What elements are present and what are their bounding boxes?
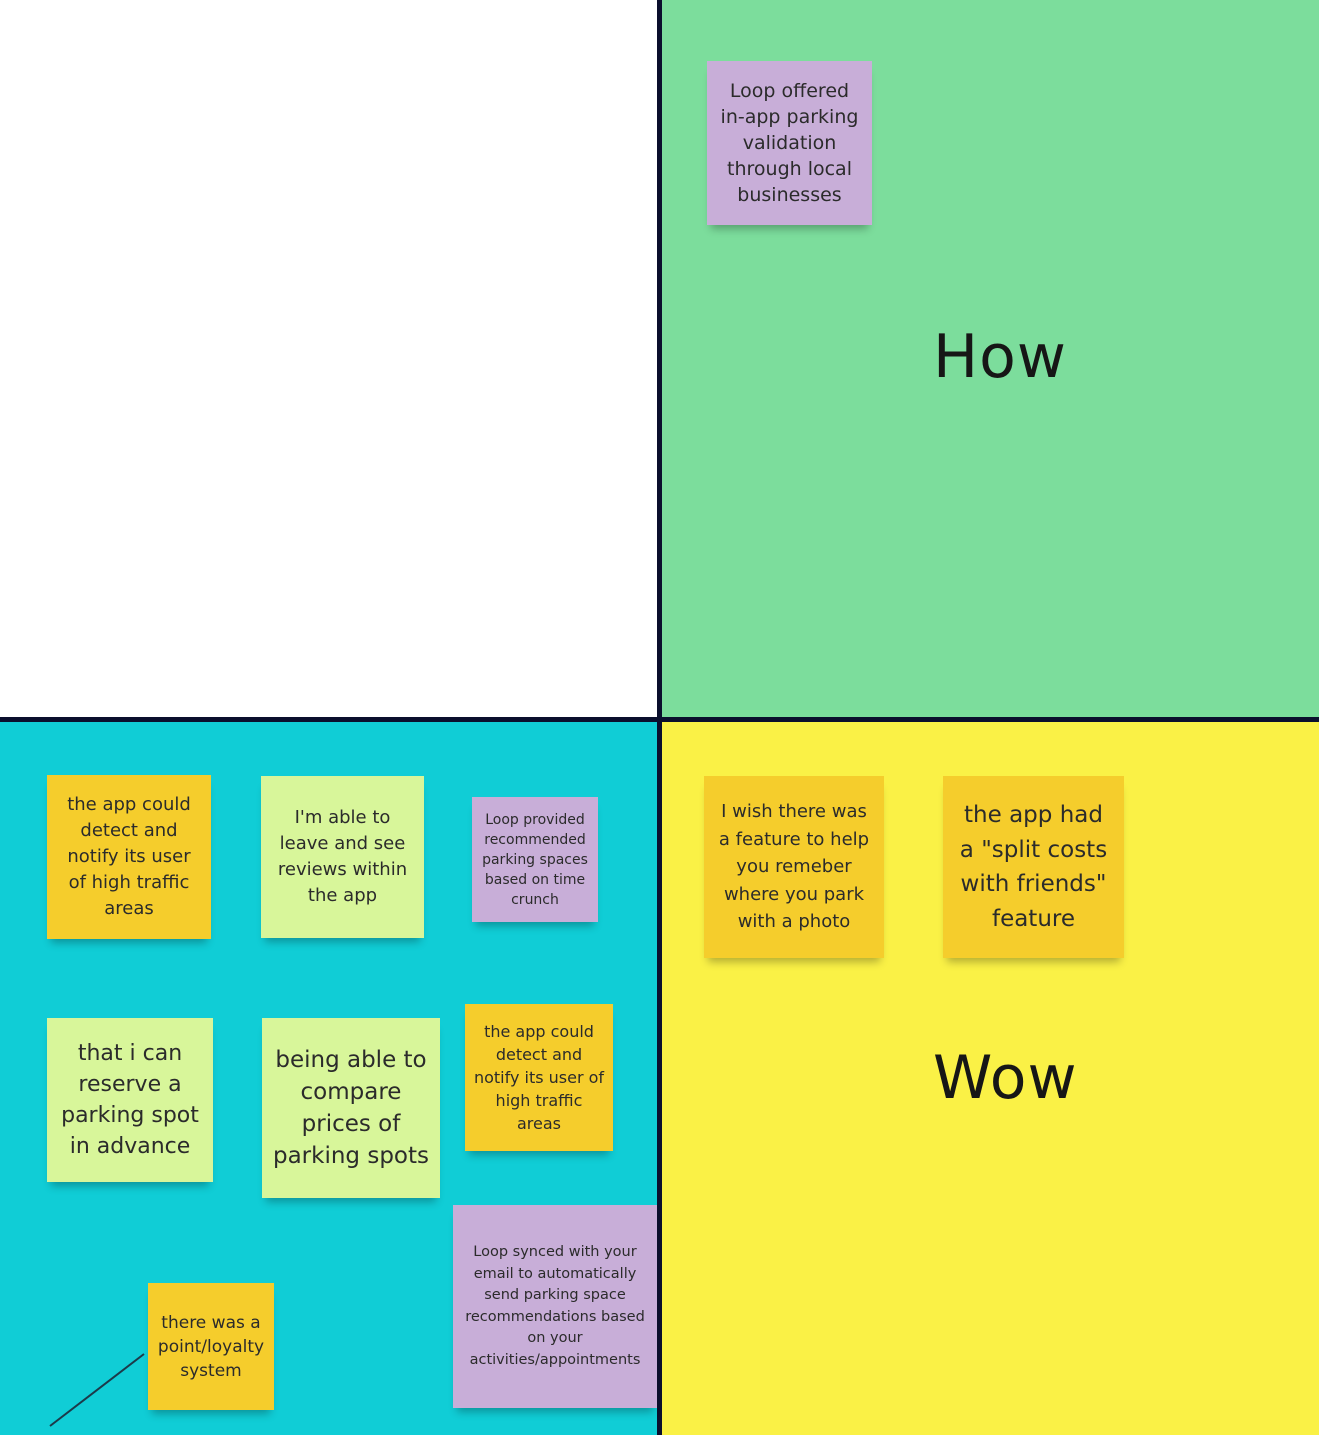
quadrant-top-left xyxy=(0,0,658,718)
sticky-note-compare-prices[interactable]: being able to compare prices of parking … xyxy=(262,1018,440,1198)
sticky-note-text: there was a point/loyalty system xyxy=(157,1312,265,1381)
sticky-note-email-sync[interactable]: Loop synced with your email to automatic… xyxy=(453,1205,657,1408)
sticky-note-text: I wish there was a feature to help you r… xyxy=(718,801,870,933)
horizontal-axis-divider xyxy=(0,717,1319,722)
sticky-note-text: Loop offered in-app parking validation t… xyxy=(720,80,859,206)
sticky-note-photo-park[interactable]: I wish there was a feature to help you r… xyxy=(704,776,884,958)
sticky-note-parking-validation[interactable]: Loop offered in-app parking validation t… xyxy=(707,61,872,225)
sticky-note-text: Loop provided recommended parking spaces… xyxy=(482,811,588,908)
sticky-note-text: I'm able to leave and see reviews within… xyxy=(277,807,408,906)
sticky-note-loyalty[interactable]: there was a point/loyalty system xyxy=(148,1283,274,1410)
sticky-note-split-costs[interactable]: the app had a "split costs with friends"… xyxy=(943,776,1124,958)
sticky-note-text: the app had a "split costs with friends"… xyxy=(959,802,1108,932)
sticky-note-traffic-notify[interactable]: the app could detect and notify its user… xyxy=(47,775,211,939)
quadrant-label-how: How xyxy=(933,322,1067,392)
sticky-note-text: the app could detect and notify its user… xyxy=(473,1022,605,1133)
quadrant-label-wow: Wow xyxy=(933,1043,1078,1113)
sticky-note-text: being able to compare prices of parking … xyxy=(272,1047,429,1169)
sticky-note-reserve-spot[interactable]: that i can reserve a parking spot in adv… xyxy=(47,1018,213,1182)
sticky-note-text: Loop synced with your email to automatic… xyxy=(465,1244,645,1368)
sticky-note-text: the app could detect and notify its user… xyxy=(67,794,191,919)
sticky-note-traffic-notify-2[interactable]: the app could detect and notify its user… xyxy=(465,1004,613,1151)
sticky-note-reviews[interactable]: I'm able to leave and see reviews within… xyxy=(261,776,424,938)
sticky-note-recommended-spaces[interactable]: Loop provided recommended parking spaces… xyxy=(472,797,598,922)
sticky-note-text: that i can reserve a parking spot in adv… xyxy=(61,1041,199,1159)
